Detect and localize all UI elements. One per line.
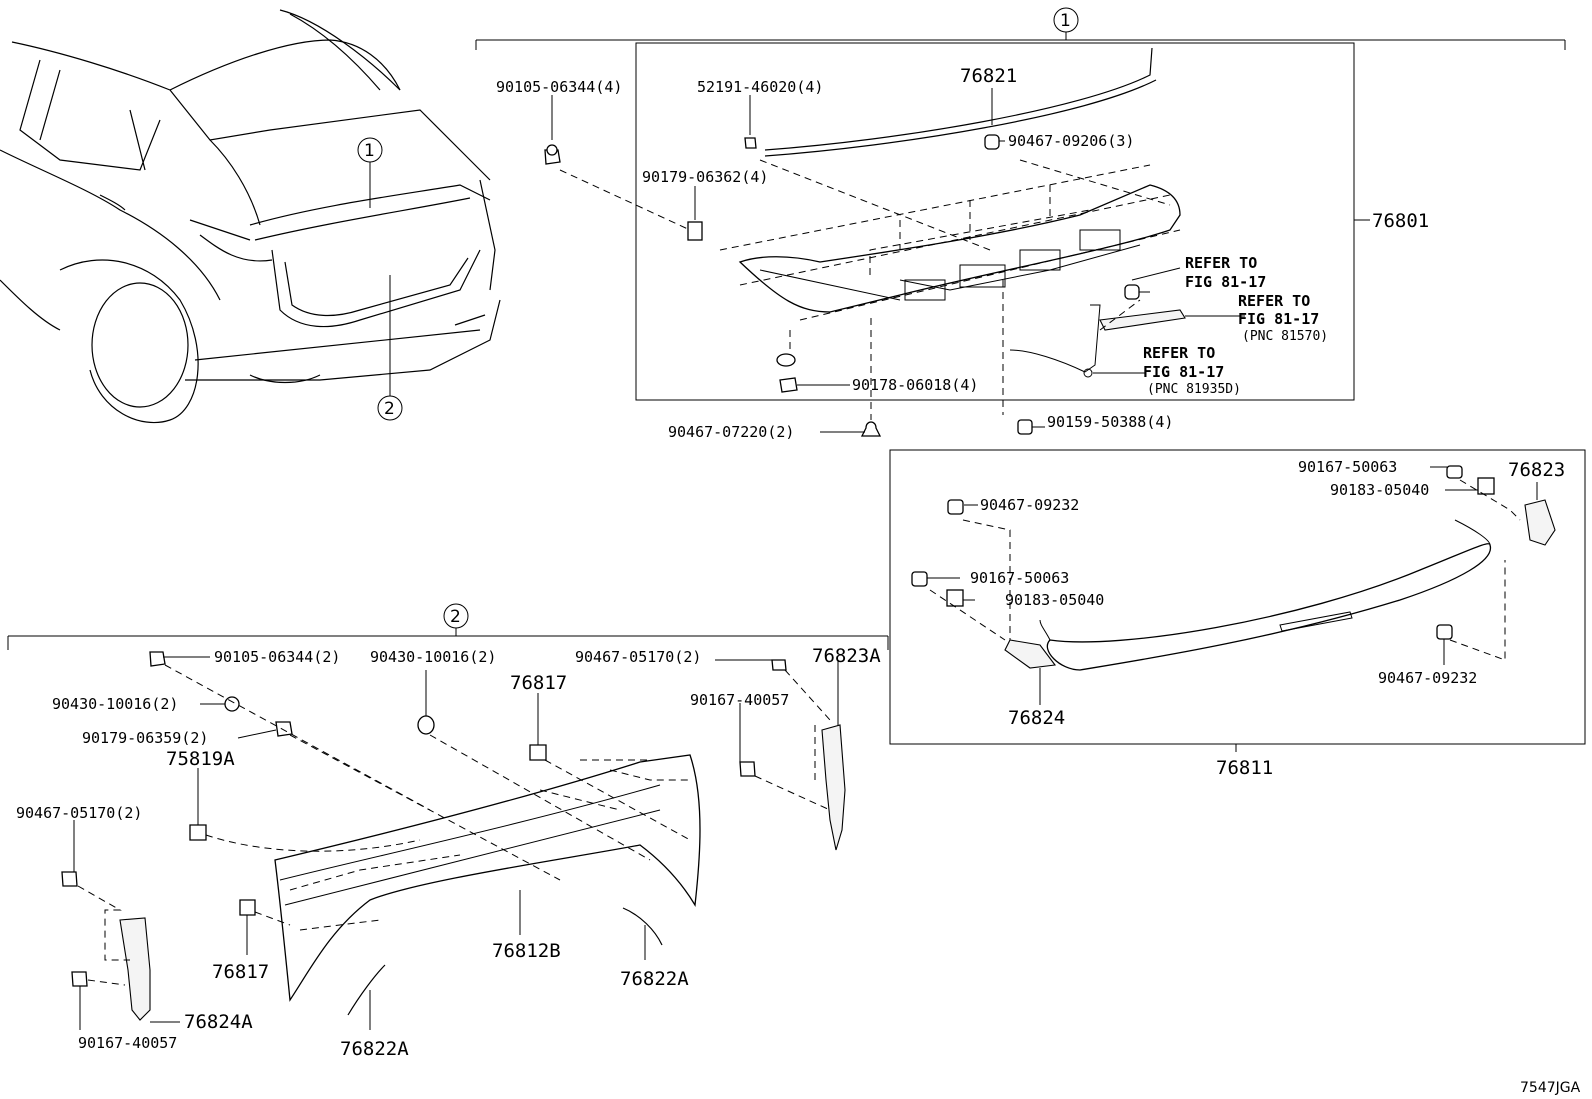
group1-marker: 1 bbox=[1060, 11, 1071, 31]
refer-to-2-line1: REFER TO bbox=[1238, 292, 1310, 310]
group1-marker-car-text: 1 bbox=[364, 141, 375, 161]
label-76824A: 76824A bbox=[184, 1011, 253, 1033]
label-90467-05170-2-a: 90467-05170(2) bbox=[575, 648, 701, 666]
group2-marker-car-text: 2 bbox=[384, 399, 395, 419]
label-90167-50063-a: 90167-50063 bbox=[1298, 458, 1397, 476]
group2-marker: 2 bbox=[450, 607, 461, 627]
vehicle-rear-view: 1 2 bbox=[0, 9, 501, 424]
part-76822A-strip-b bbox=[622, 907, 663, 946]
assembly-76811-box bbox=[889, 449, 1586, 745]
refer-to-2-pnc: (PNC 81570) bbox=[1242, 329, 1328, 344]
assembly-76811 bbox=[889, 449, 1586, 752]
fasteners-group1 bbox=[544, 134, 1245, 437]
label-90167-40057-b: 90167-40057 bbox=[78, 1034, 177, 1052]
label-75819A: 75819A bbox=[166, 748, 235, 770]
label-90159-50388-4: 90159-50388(4) bbox=[1047, 413, 1173, 431]
part-76801-spoiler-assembly bbox=[719, 159, 1181, 321]
label-76801: 76801 bbox=[1372, 210, 1429, 232]
label-52191-46020-4: 52191-46020(4) bbox=[697, 78, 823, 96]
part-76822A-strip-a bbox=[347, 964, 386, 1016]
refer-to-1-line2: FIG 81-17 bbox=[1185, 273, 1266, 291]
group2-bracket: 2 bbox=[7, 603, 889, 650]
part-76823A-bracket bbox=[821, 724, 846, 851]
label-90179-06359-2: 90179-06359(2) bbox=[82, 729, 208, 747]
leaders-group2 bbox=[73, 656, 772, 1030]
label-76821: 76821 bbox=[960, 65, 1017, 87]
label-90467-09232-b: 90467-09232 bbox=[1378, 669, 1477, 687]
label-76811: 76811 bbox=[1216, 757, 1273, 779]
label-90105-06344-4: 90105-06344(4) bbox=[496, 78, 622, 96]
label-90179-06362-4: 90179-06362(4) bbox=[642, 168, 768, 186]
refer-to-3-line1: REFER TO bbox=[1143, 344, 1215, 362]
label-90467-09206-3: 90467-09206(3) bbox=[1008, 132, 1134, 150]
label-90178-06018-4: 90178-06018(4) bbox=[852, 376, 978, 394]
label-76822A-b: 76822A bbox=[340, 1038, 409, 1060]
assembly-76801-box bbox=[635, 42, 1355, 401]
label-90183-05040-b: 90183-05040 bbox=[1005, 591, 1104, 609]
label-90467-09232-a: 90467-09232 bbox=[980, 496, 1079, 514]
part-76824A-bracket bbox=[119, 917, 151, 1021]
refer-to-3-line2: FIG 81-17 bbox=[1143, 363, 1224, 381]
refer-to-1-line1: REFER TO bbox=[1185, 254, 1257, 272]
group1-bracket: 1 bbox=[475, 7, 1566, 401]
label-76822A-a: 76822A bbox=[620, 968, 689, 990]
label-90430-10016-2-b: 90430-10016(2) bbox=[370, 648, 496, 666]
label-76823: 76823 bbox=[1508, 459, 1565, 481]
leaders-group1 bbox=[551, 95, 1370, 433]
label-76824: 76824 bbox=[1008, 707, 1065, 729]
label-90183-05040-a: 90183-05040 bbox=[1330, 481, 1429, 499]
label-90167-40057-a: 90167-40057 bbox=[690, 691, 789, 709]
label-76812B: 76812B bbox=[492, 940, 561, 962]
label-90430-10016-2-a: 90430-10016(2) bbox=[52, 695, 178, 713]
refer-to-3-pnc: (PNC 81935D) bbox=[1147, 382, 1241, 397]
refer-to-2-line2: FIG 81-17 bbox=[1238, 310, 1319, 328]
label-90467-05170-2-b: 90467-05170(2) bbox=[16, 804, 142, 822]
label-90467-07220-2: 90467-07220(2) bbox=[668, 423, 794, 441]
label-76817-b: 76817 bbox=[212, 961, 269, 983]
label-76823A: 76823A bbox=[812, 645, 881, 667]
label-76817-a: 76817 bbox=[510, 672, 567, 694]
part-76812B-garnish bbox=[274, 754, 701, 1002]
label-90167-50063-b: 90167-50063 bbox=[970, 569, 1069, 587]
label-90105-06344-2: 90105-06344(2) bbox=[214, 648, 340, 666]
diagram-code: 7547JGA bbox=[1520, 1080, 1581, 1096]
